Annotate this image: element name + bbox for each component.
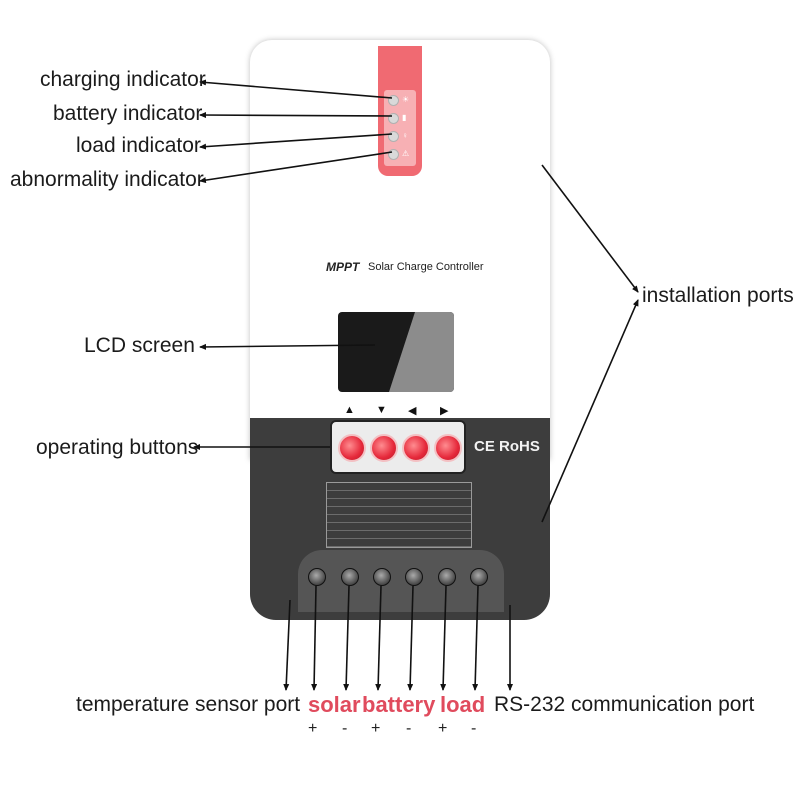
installation-port-bottom-arrow: [541, 299, 639, 523]
battery-led: [388, 113, 399, 124]
operating-buttons-label: operating buttons: [36, 436, 199, 459]
solar-plus-sign: +: [308, 720, 318, 737]
battery-indicator-label: battery indicator: [53, 102, 203, 125]
charging-led: [388, 95, 399, 106]
abnormality-led: [388, 149, 399, 160]
right-arrow-icon: ▶: [440, 405, 449, 417]
temperature-sensor-label: temperature sensor port: [76, 693, 301, 716]
terminal-block: [298, 550, 504, 612]
battery-negative-terminal: [405, 568, 423, 586]
product-title: Solar Charge Controller: [368, 261, 484, 273]
load-negative-terminal: [470, 568, 488, 586]
solar-positive-terminal: [308, 568, 326, 586]
solar-negative-terminal: [341, 568, 359, 586]
abnormality-indicator-label: abnormality indicator: [10, 168, 204, 191]
solar-minus-arrow: [343, 585, 350, 691]
spec-table: [326, 482, 472, 548]
battery-plus-arrow: [375, 585, 382, 691]
lcd-screen-arrow: [199, 343, 376, 350]
bulb-icon: ♀: [402, 131, 408, 140]
indicator-strip: ☀ ▮ ♀ ⚠: [378, 46, 422, 176]
abnormality-indicator-arrow: [199, 151, 393, 184]
lcd-screen: [338, 312, 454, 392]
solar-label: solar: [308, 692, 361, 717]
installation-port-top-arrow: [541, 164, 639, 293]
warning-icon: ⚠: [402, 149, 410, 158]
load-minus-sign: -: [471, 720, 477, 737]
load-positive-terminal: [438, 568, 456, 586]
load-label: load: [440, 692, 486, 717]
charging-icon: ☀: [402, 95, 410, 104]
battery-minus-arrow: [407, 585, 414, 691]
load-indicator-arrow: [199, 133, 393, 150]
battery-plus-sign: +: [371, 720, 381, 737]
solar-plus-arrow: [311, 585, 318, 691]
charging-indicator-label: charging indicator: [40, 68, 206, 91]
up-arrow-icon: ▲: [344, 404, 355, 416]
load-minus-arrow: [472, 585, 479, 691]
up-button[interactable]: [338, 434, 366, 462]
down-arrow-icon: ▼: [376, 404, 387, 416]
lcd-screen-label: LCD screen: [84, 334, 195, 357]
load-indicator-label: load indicator: [76, 134, 201, 157]
load-plus-sign: +: [438, 720, 448, 737]
installation-ports-label: installation ports: [642, 284, 794, 307]
battery-positive-terminal: [373, 568, 391, 586]
load-plus-arrow: [440, 585, 447, 691]
battery-icon: ▮: [402, 113, 407, 122]
temperature-sensor-arrow: [283, 599, 291, 691]
brand-label: MPPT: [326, 260, 360, 274]
left-button[interactable]: [402, 434, 430, 462]
load-led: [388, 131, 399, 142]
indicator-window: ☀ ▮ ♀ ⚠: [384, 90, 416, 166]
right-button[interactable]: [434, 434, 462, 462]
down-button[interactable]: [370, 434, 398, 462]
left-arrow-icon: ◀: [408, 405, 417, 417]
certification-mark: CE RoHS: [474, 438, 540, 455]
rs232-label: RS-232 communication port: [494, 693, 755, 716]
charge-controller: ☀ ▮ ♀ ⚠ MPPT Solar Charge Controller ▲ ▼…: [250, 40, 550, 620]
battery-minus-sign: -: [406, 720, 412, 737]
solar-minus-sign: -: [342, 720, 348, 737]
battery-label: battery: [362, 692, 436, 717]
charging-indicator-arrow: [199, 79, 393, 99]
battery-indicator-arrow: [199, 112, 393, 119]
button-panel: [330, 420, 466, 474]
